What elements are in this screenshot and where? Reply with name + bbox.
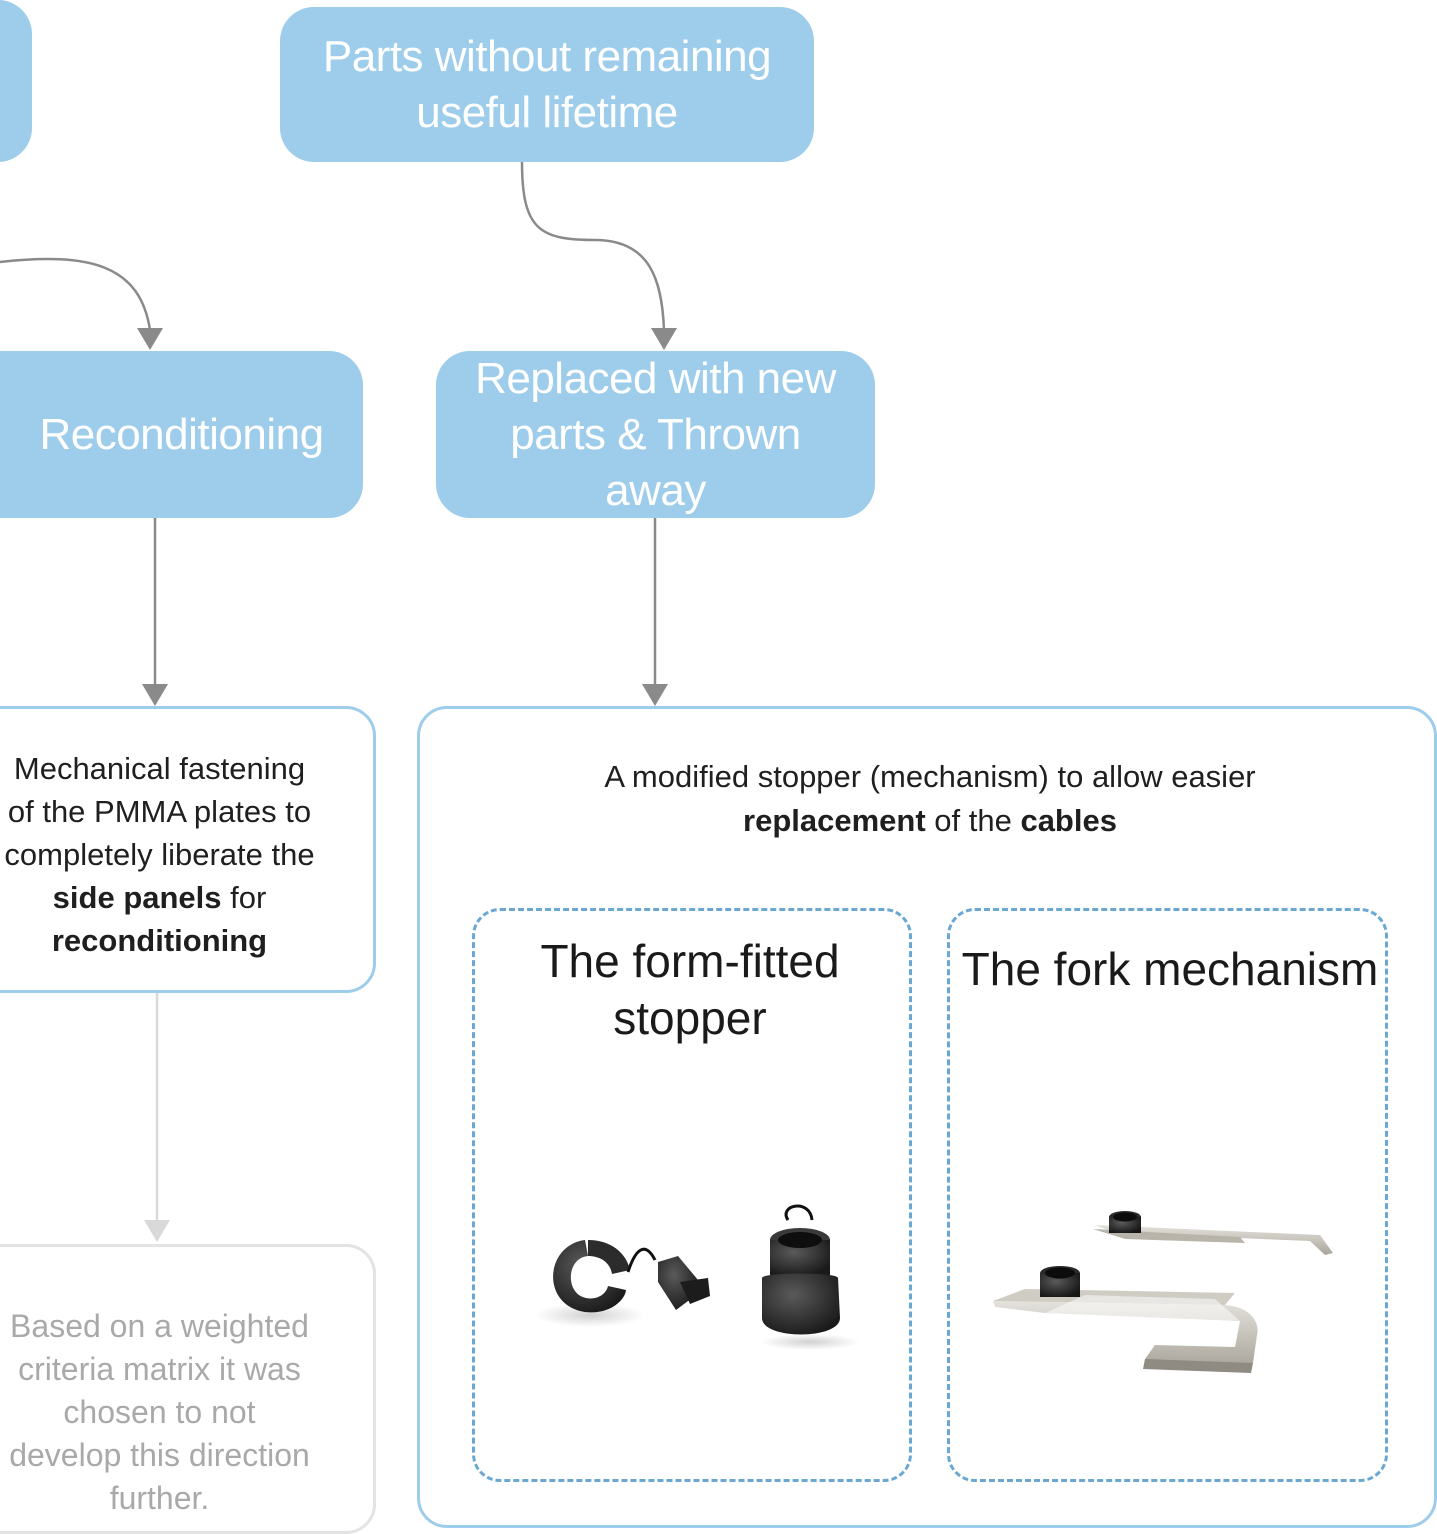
arrowhead-stopper-panel [642, 684, 668, 706]
stopper-of-the: of the [925, 803, 1021, 838]
mechanical-fastening-text: Mechanical fastening of the PMMA plates … [3, 747, 316, 962]
parts-without-lifetime-label: Parts without remaining useful lifetime [322, 31, 772, 137]
mechanical-line-1: Mechanical fastening [13, 751, 306, 786]
connector-to-replaced [520, 161, 666, 331]
reconditioning-emphasis: reconditioning [51, 923, 268, 958]
side-panels-emphasis: side panels [52, 880, 222, 915]
cables-emphasis: cables [1020, 803, 1117, 838]
stopper-description-line-2: replacement of the cables [480, 799, 1380, 843]
option-form-fitted-stopper: The form-fitted stopper [472, 908, 912, 1482]
mechanical-fastening-box: Mechanical fastening of the PMMA plates … [0, 706, 376, 993]
option-fork-mechanism: The fork mechanism [947, 908, 1388, 1482]
discarded-direction-text: Based on a weighted criteria matrix it w… [9, 1308, 310, 1516]
reconditioning-box: Reconditioning [0, 351, 363, 518]
mechanical-line-3: completely liberate the [4, 837, 315, 872]
option-title: The form-fitted stopper [540, 935, 840, 1044]
stopper-description-line-1: A modified stopper (mechanism) to allow … [604, 759, 1256, 794]
reconditioning-label: Reconditioning [39, 409, 324, 459]
parts-without-lifetime-box: Parts without remaining useful lifetime [280, 7, 814, 162]
mechanical-line-5: reconditioning [3, 919, 316, 962]
arrowhead-reconditioning [137, 328, 163, 350]
arrowhead-replaced [651, 328, 677, 350]
modified-stopper-panel: A modified stopper (mechanism) to allow … [417, 706, 1437, 1528]
arrowhead-faded-note [144, 1220, 170, 1242]
connector-to-reconditioning [0, 257, 152, 331]
replaced-box: Replaced with new parts & Thrown away [436, 351, 875, 518]
mechanical-line-4: side panels for [3, 876, 316, 919]
replaced-label: Replaced with new parts & Thrown away [475, 353, 836, 515]
option-title: The fork mechanism [961, 943, 1379, 995]
fork-mechanism-image [993, 1211, 1333, 1373]
stopper-parts-image [535, 1204, 860, 1350]
replacement-emphasis: replacement [743, 803, 926, 838]
mechanical-line-2: of the PMMA plates to [7, 794, 312, 829]
arrowhead-mechanical [142, 684, 168, 706]
discarded-direction-box: Based on a weighted criteria matrix it w… [0, 1244, 376, 1534]
modified-stopper-description: A modified stopper (mechanism) to allow … [480, 755, 1380, 843]
mechanical-for: for [221, 880, 267, 915]
offscreen-left-box [0, 0, 32, 162]
